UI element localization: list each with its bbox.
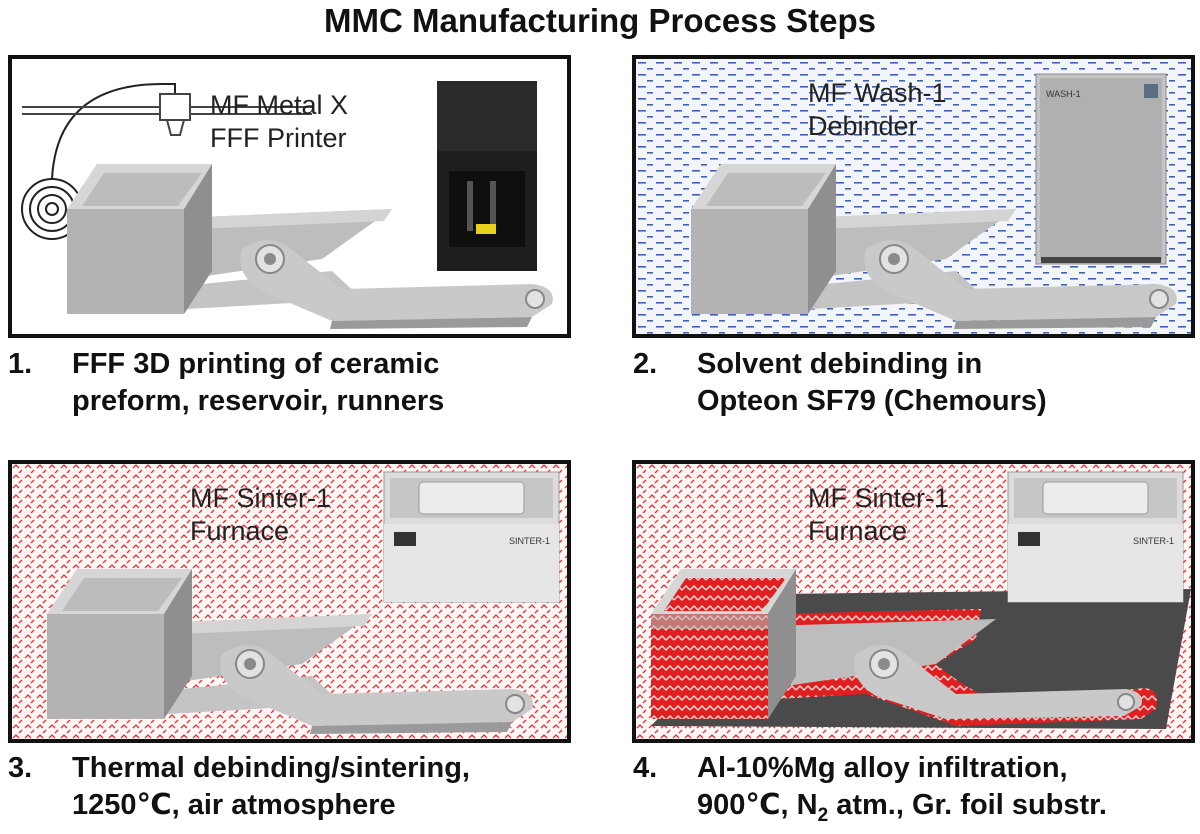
wash-1-machine-text: WASH-1 — [1046, 89, 1081, 99]
step-4-caption-line1: Al-10%Mg alloy infiltration, — [697, 752, 1068, 784]
panel-1-label-line1: MF Metal X — [210, 90, 349, 120]
metal-x-printer-image — [437, 81, 537, 271]
step-2-caption-line1: Solvent debinding in — [697, 348, 983, 380]
step-1-number: 1. — [8, 348, 33, 380]
panel-3-label-line1: MF Sinter-1 — [190, 483, 332, 513]
print-head-icon — [159, 93, 191, 121]
panel-2-label-line2: Debinder — [808, 111, 918, 141]
panel-4-illustration: SINTER-1 — [636, 464, 1191, 739]
step-4-number: 4. — [633, 752, 658, 784]
panel-step-4-infiltration: SINTER-1 MF Sinter-1 Furnace — [632, 460, 1195, 743]
panel-step-1-printing: MF Metal X FFF Printer — [8, 55, 571, 338]
panel-4-label-line2: Furnace — [808, 516, 908, 546]
panel-1-illustration — [21, 81, 554, 330]
step-4-caption-line2-part-b: atm., Gr. foil substr. — [828, 789, 1107, 821]
step-1-caption-line2: preform, reservoir, runners — [72, 385, 445, 417]
sinter-1-furnace-image: SINTER-1 — [1007, 471, 1184, 603]
step-4-caption-line2-part-a: 900℃, N — [697, 789, 818, 821]
panel-3-illustration: SINTER-1 — [12, 464, 567, 739]
panel-step-2-debinding: WASH-1 MF Wash-1 Debinder — [632, 55, 1195, 338]
panel-4-label-line1: MF Sinter-1 — [808, 483, 950, 513]
sinter-1-furnace-image: SINTER-1 — [383, 471, 560, 603]
sinter-1-machine-text: SINTER-1 — [509, 536, 550, 546]
panel-2-illustration: WASH-1 — [636, 59, 1191, 334]
panel-step-3-sintering: SINTER-1 MF Sinter-1 Furnace — [8, 460, 571, 743]
step-4-caption-line2-subscript: 2 — [817, 804, 829, 826]
step-4-caption-line2: 900℃, N2 atm., Gr. foil substr. — [697, 787, 1107, 834]
sinter-1-machine-text: SINTER-1 — [1133, 536, 1174, 546]
caption-step-1: 1. FFF 3D printing of ceramic preform, r… — [8, 346, 598, 426]
step-3-caption-line2: 1250℃, air atmosphere — [72, 789, 396, 821]
figure-title: MMC Manufacturing Process Steps — [324, 2, 876, 39]
wash-1-debinder-image: WASH-1 — [1035, 73, 1167, 265]
step-2-number: 2. — [633, 348, 658, 380]
panel-1-label-line2: FFF Printer — [210, 123, 347, 153]
panel-3-label-line2: Furnace — [190, 516, 290, 546]
caption-step-4: 4. Al-10%Mg alloy infiltration, 900℃, N2… — [633, 750, 1198, 826]
filament-feed-line — [51, 83, 176, 180]
panel-2-label-line1: MF Wash-1 — [808, 78, 947, 108]
step-2-caption-line2: Opteon SF79 (Chemours) — [697, 385, 1047, 417]
step-3-caption-line1: Thermal debinding/sintering, — [72, 752, 470, 784]
caption-step-3: 3. Thermal debinding/sintering, 1250℃, a… — [8, 750, 598, 826]
step-1-caption-line1: FFF 3D printing of ceramic — [72, 348, 440, 380]
caption-step-2: 2. Solvent debinding in Opteon SF79 (Che… — [633, 346, 1193, 426]
step-3-number: 3. — [8, 752, 33, 784]
